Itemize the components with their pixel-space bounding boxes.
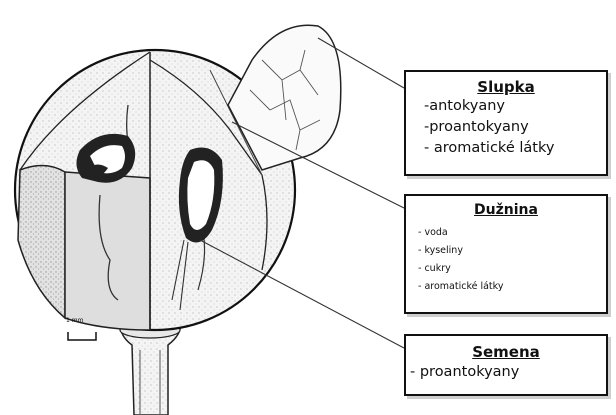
semena-title: Semena <box>406 343 606 361</box>
semena-list: - proantokyany <box>406 361 606 383</box>
semena-label-box: Semena - proantokyany <box>404 334 608 396</box>
list-item: - voda <box>406 224 606 242</box>
duznina-label-box: Dužnina - voda - kyseliny - cukry - arom… <box>404 194 608 314</box>
duznina-list: - voda - kyseliny - cukry - aromatické l… <box>406 224 606 296</box>
stem <box>120 318 181 415</box>
scale-bar <box>68 332 96 340</box>
list-item: -proantokyany <box>406 117 606 138</box>
slupka-list: -antokyany -proantokyany - aromatické lá… <box>406 96 606 159</box>
scale-bar-label: 1 mm <box>66 317 83 324</box>
list-item: - proantokyany <box>406 361 606 383</box>
list-item: - aromatické látky <box>406 278 606 296</box>
duznina-title: Dužnina <box>406 202 606 218</box>
slupka-title: Slupka <box>406 78 606 96</box>
list-item: - cukry <box>406 260 606 278</box>
list-item: -antokyany <box>406 96 606 117</box>
list-item: - kyseliny <box>406 242 606 260</box>
slupka-label-box: Slupka -antokyany -proantokyany - aromat… <box>404 70 608 176</box>
list-item: - aromatické látky <box>406 138 606 159</box>
